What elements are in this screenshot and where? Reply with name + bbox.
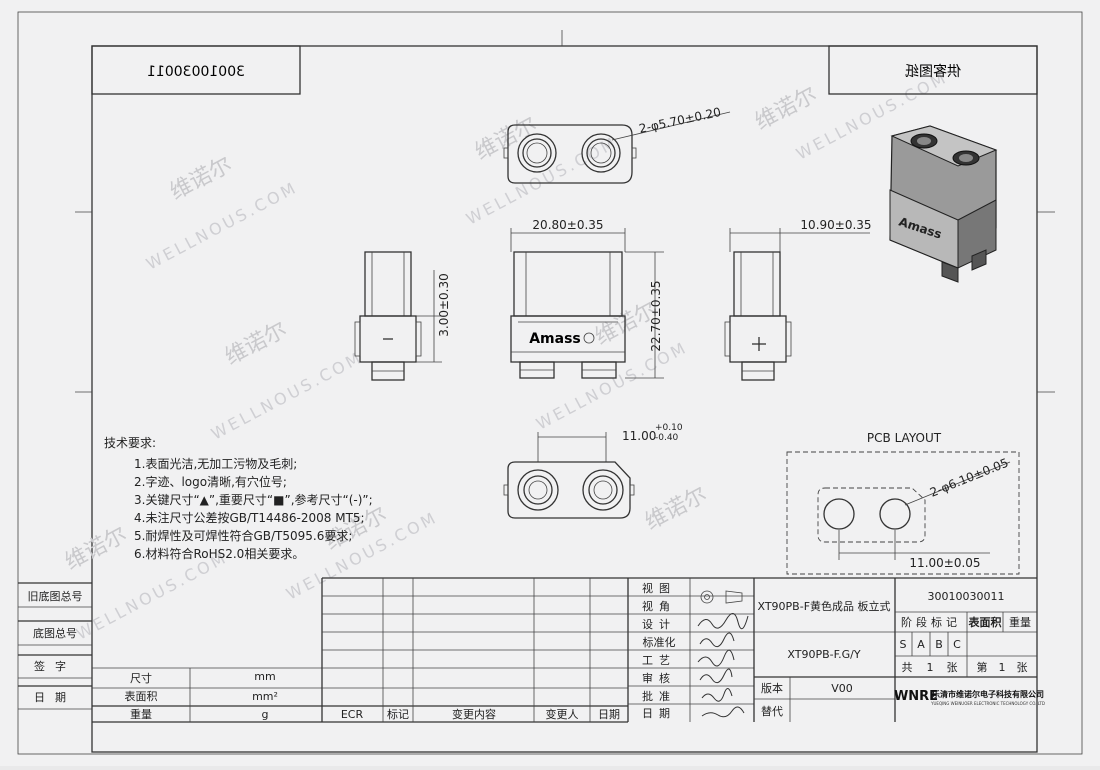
label-base: 底图总号 <box>33 626 77 640</box>
signatures <box>697 613 749 718</box>
part-name: XT90PB-F黄色成品 板立式 <box>757 599 890 613</box>
role-label: 审核 <box>642 671 676 685</box>
bottom-view: 11.00 +0.10 -0.40 <box>503 423 683 519</box>
label-sign: 签字 <box>34 659 76 673</box>
pcb-layout: PCB LAYOUT 2-φ6.10±0.05 11.00±0.05 <box>786 431 1020 575</box>
rev-header: 变更人 <box>546 707 579 721</box>
dim-bottom-len: 11.00 <box>622 429 656 443</box>
prop-unit: g <box>262 708 269 721</box>
tech-notes: 技术要求: 1.表面光洁,无加工污物及毛刺; 2.字迹、logo清晰,有穴位号;… <box>104 436 373 561</box>
doc-number: 30010030011 <box>928 590 1005 603</box>
total-label: 共 <box>902 661 913 674</box>
stage-mark: B <box>935 638 943 651</box>
role-label: 工艺 <box>642 654 676 667</box>
dim-height: 22.70±0.35 <box>649 280 663 351</box>
role-label: 视角 <box>642 599 676 613</box>
label-date: 日期 <box>34 691 76 704</box>
sheet-unit: 张 <box>1017 661 1028 674</box>
outer-frame <box>17 11 1083 755</box>
projection-symbol <box>700 590 743 604</box>
version-label: 版本 <box>761 681 783 695</box>
left-side-view: 3.00±0.30 <box>354 251 451 381</box>
page-value: 1 <box>999 661 1006 674</box>
front-view: 20.80±0.35 Amass 22.70±0.35 <box>510 218 664 379</box>
watermark-cn: 维诺尔 <box>471 112 541 165</box>
rev-header: ECR <box>341 708 364 721</box>
notes-title: 技术要求: <box>104 436 156 450</box>
title-block: 尺寸 表面积 重量 mm mm² g ECR 标记 变更内容 变更人 日期 <box>92 577 1045 723</box>
dim-pcb-hole: 2-φ6.10±0.05 <box>928 456 1011 500</box>
stage-mark: A <box>917 638 925 651</box>
role-label: 标准化 <box>643 635 676 649</box>
right-side-view: 10.90±0.35 <box>724 218 872 381</box>
watermark-cn: 维诺尔 <box>221 317 291 370</box>
drawing-number-box <box>91 45 301 95</box>
total-value: 1 <box>927 661 934 674</box>
company-name-en: YUEQING WEINUOER ELECTRONIC TECHNOLOGY C… <box>930 701 1045 706</box>
role-label: 日期 <box>642 707 676 720</box>
dim-depth: 10.90±0.35 <box>800 218 871 232</box>
note-item: 5.耐焊性及可焊性符合GB/T5095.6要求; <box>134 528 352 543</box>
note-item: 6.材料符合RoHS2.0相关要求。 <box>134 546 304 561</box>
dim-bottom-tol-plus: +0.10 <box>655 423 683 433</box>
note-item: 4.未注尺寸公差按GB/T14486-2008 MT5; <box>134 510 365 525</box>
sheet-unit: 张 <box>947 661 958 674</box>
brand-logo-front: Amass <box>529 331 581 347</box>
rev-header: 日期 <box>598 708 620 721</box>
stage-mark: S <box>900 638 907 651</box>
dim-step: 3.00±0.30 <box>437 273 451 337</box>
watermark-cn: 维诺尔 <box>61 522 131 575</box>
dim-bottom-tol-minus: -0.40 <box>655 433 679 443</box>
note-item: 2.字迹、logo清晰,有穴位号; <box>134 474 287 489</box>
part-no: XT90PB-F.G/Y <box>787 648 860 661</box>
prop-label: 尺寸 <box>130 671 152 685</box>
version-value: V00 <box>831 682 853 695</box>
rev-header: 标记 <box>387 707 409 721</box>
watermark-cn: 维诺尔 <box>641 482 711 535</box>
watermark-cn: 维诺尔 <box>166 152 236 205</box>
inner-frame <box>91 45 1038 753</box>
prop-unit: mm <box>254 670 275 683</box>
isometric-view: Amass <box>889 125 998 283</box>
rev-header: 变更内容 <box>452 707 496 721</box>
left-info-block: 旧底图总号 底图总号 签字 日期 <box>18 582 92 710</box>
stamp-box <box>828 45 1038 95</box>
page-label: 第 <box>977 660 988 674</box>
drawing-number-mirrored: 30010030011 <box>147 64 245 80</box>
stage-header: 阶段标记 <box>901 615 961 629</box>
company-logo: WNRE <box>894 689 938 704</box>
stage-header: 重量 <box>1009 615 1031 629</box>
note-item: 3.关键尺寸“▲”,重要尺寸“■”,参考尺寸“(-)”; <box>134 492 373 507</box>
dim-width: 20.80±0.35 <box>532 218 603 232</box>
stage-mark: C <box>953 638 961 651</box>
role-label: 视图 <box>642 581 676 595</box>
company-name: 乐清市维诺尔电子科技有限公司 <box>932 689 1044 699</box>
prop-label: 重量 <box>130 707 152 721</box>
stage-header: 表面积 <box>968 615 1002 629</box>
note-item: 1.表面光洁,无加工污物及毛刺; <box>134 457 297 471</box>
stamp-label-mirrored: 供客图纸 <box>905 63 961 80</box>
role-label: 设计 <box>642 618 676 631</box>
dim-hole-dia: 2-φ5.70±0.20 <box>638 105 722 136</box>
watermark-cn: 维诺尔 <box>751 82 821 135</box>
replace-label: 替代 <box>761 704 783 718</box>
role-label: 批准 <box>642 689 676 703</box>
prop-label: 表面积 <box>125 689 158 703</box>
prop-unit: mm² <box>252 690 278 703</box>
label-old-base: 旧底图总号 <box>28 589 83 603</box>
pcb-layout-label: PCB LAYOUT <box>867 431 942 445</box>
dim-pcb-pitch: 11.00±0.05 <box>909 556 980 570</box>
watermark-en: WELLNOUS.COM <box>143 177 301 273</box>
